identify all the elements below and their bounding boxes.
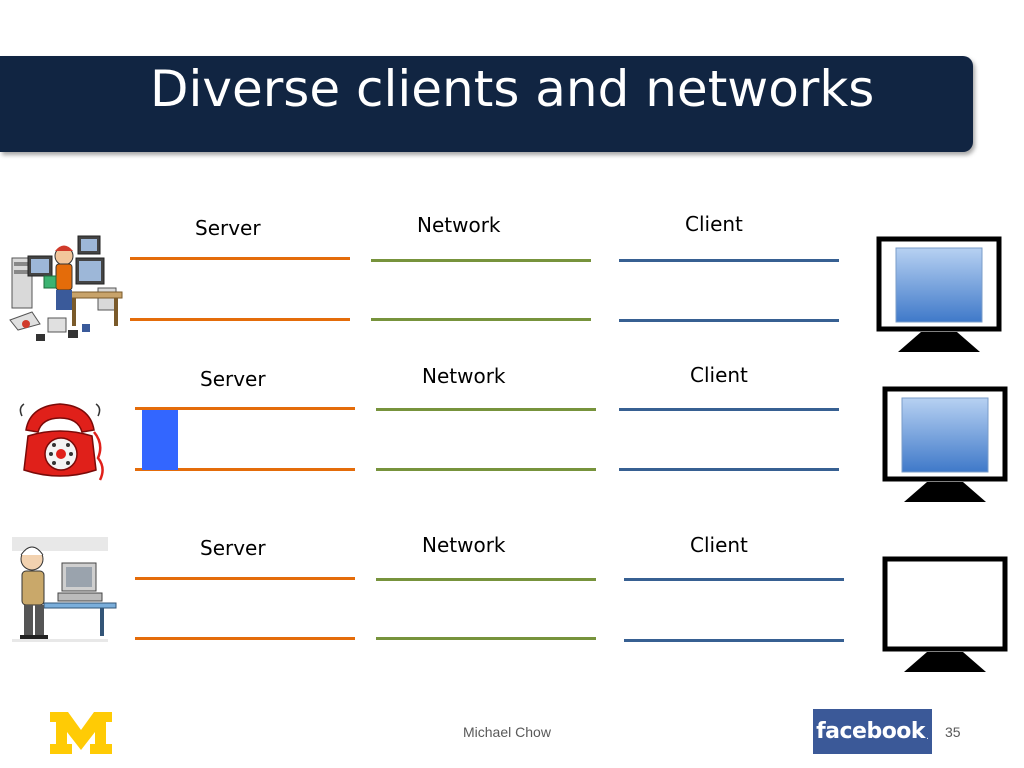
client-line-bottom-row-2 [619, 468, 839, 471]
facebook-logo-mark: . [926, 732, 929, 742]
server-label-row-3: Server [200, 536, 266, 560]
network-line-top-row-3 [376, 578, 596, 581]
server-line-bottom-row-1 [130, 318, 350, 321]
client-line-top-row-2 [619, 408, 839, 411]
network-label-row-3: Network [422, 533, 506, 557]
network-line-bottom-row-1 [371, 318, 591, 321]
network-label-row-2: Network [422, 364, 506, 388]
server-line-top-row-1 [130, 257, 350, 260]
slide-number: 35 [945, 724, 961, 740]
network-line-bottom-row-2 [376, 468, 596, 471]
network-label-row-1: Network [417, 213, 501, 237]
ringing-telephone-icon [19, 403, 104, 481]
client-line-bottom-row-1 [619, 319, 839, 322]
facebook-logo: facebook. [813, 709, 932, 754]
client-label-row-2: Client [690, 363, 748, 387]
client-line-top-row-3 [624, 578, 844, 581]
server-line-bottom-row-2 [135, 468, 355, 471]
server-label-row-1: Server [195, 216, 261, 240]
frustrated-user-computer-icon [12, 537, 117, 642]
server-label-row-2: Server [200, 367, 266, 391]
client-line-top-row-1 [619, 259, 839, 262]
network-line-top-row-1 [371, 259, 591, 262]
client-monitor-blue-1 [876, 236, 1002, 352]
university-block-m-logo [50, 712, 112, 754]
network-line-bottom-row-3 [376, 637, 596, 640]
server-line-top-row-2 [135, 407, 355, 410]
network-line-top-row-2 [376, 408, 596, 411]
server-line-top-row-3 [135, 577, 355, 580]
client-label-row-1: Client [685, 212, 743, 236]
footer-author: Michael Chow [463, 724, 551, 740]
client-monitor-blank [882, 556, 1008, 672]
server-line-bottom-row-3 [135, 637, 355, 640]
title-bar [0, 56, 973, 152]
slide-title: Diverse clients and networks [150, 60, 875, 118]
busy-server-admin-icon [9, 235, 123, 341]
client-line-bottom-row-3 [624, 639, 844, 642]
client-label-row-3: Client [690, 533, 748, 557]
facebook-logo-text: facebook [816, 719, 926, 744]
client-monitor-blue-2 [882, 386, 1008, 502]
data-packet [142, 410, 178, 470]
